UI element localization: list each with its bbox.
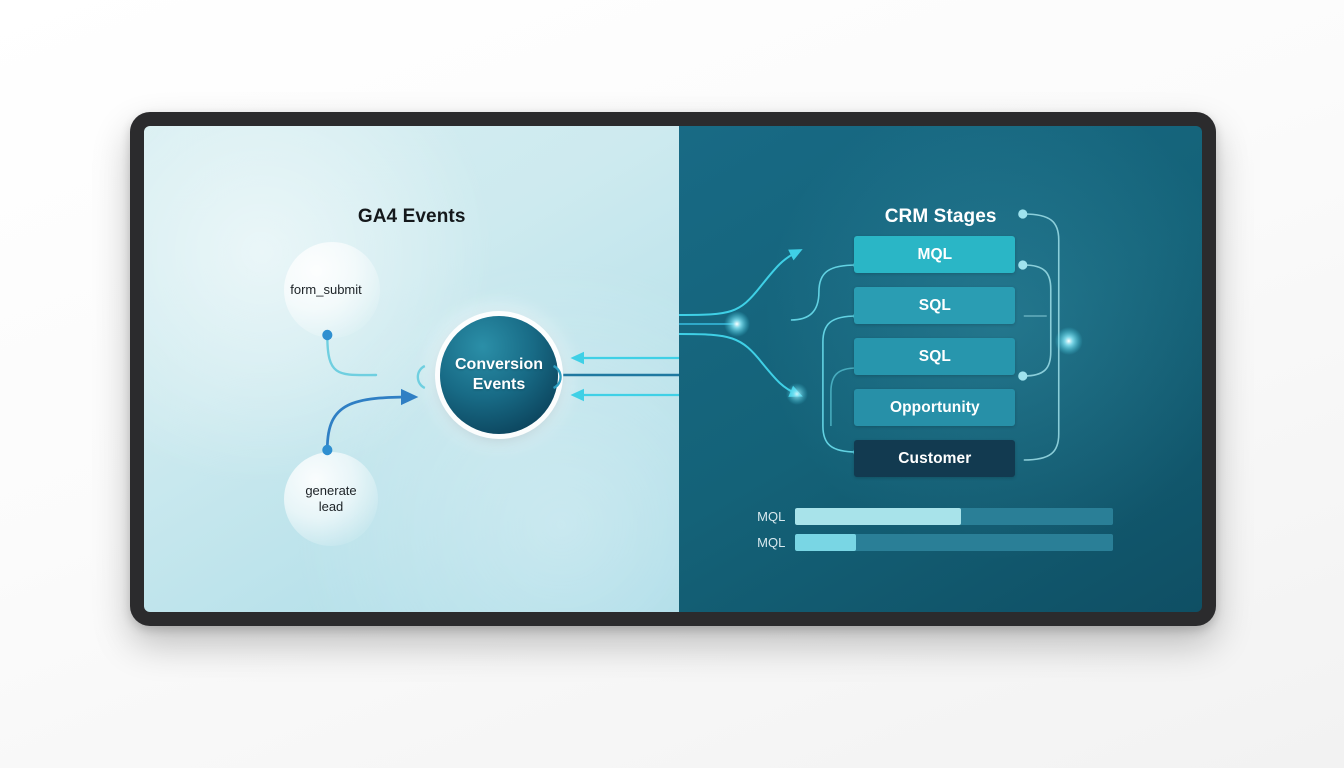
branch-arrow-up bbox=[679, 249, 803, 316]
glow-node-return bbox=[1055, 327, 1084, 355]
metric-bar-row: MQL bbox=[741, 534, 1114, 551]
crm-stage-customer[interactable]: Customer bbox=[854, 440, 1016, 477]
device-frame: GA4 Events form_submit generate lead Con… bbox=[130, 112, 1216, 626]
crm-stage-label: Customer bbox=[898, 449, 972, 467]
branch-arrow-down bbox=[679, 333, 804, 397]
conversion-events-hub[interactable]: Conversion Events bbox=[440, 316, 558, 434]
ga4-event-node-form-submit[interactable]: form_submit bbox=[284, 242, 380, 338]
metric-bar-row: MQL bbox=[741, 508, 1114, 525]
feeder-sql-3 bbox=[830, 367, 858, 426]
ga4-event-label-form-submit: form_submit bbox=[290, 281, 362, 297]
connector-form-submit bbox=[326, 334, 378, 377]
metric-bar-label: MQL bbox=[757, 535, 786, 550]
ga4-connector-layer bbox=[322, 329, 680, 456]
feeder-sql-2-customer bbox=[822, 315, 858, 453]
crm-stages-panel: CRM Stages bbox=[679, 126, 1202, 612]
page-title-ga4-events: GA4 Events bbox=[357, 206, 466, 227]
return-path-inner bbox=[1024, 264, 1052, 377]
crm-stage-mql[interactable]: MQL bbox=[854, 236, 1016, 273]
page-title-crm-stages: CRM Stages bbox=[884, 206, 997, 227]
feeder-sql-1 bbox=[791, 264, 858, 321]
return-path-outer bbox=[1024, 213, 1060, 461]
crm-stage-label: SQL bbox=[918, 347, 951, 365]
connector-generate-lead bbox=[325, 388, 419, 450]
device-screen: GA4 Events form_submit generate lead Con… bbox=[144, 126, 1202, 612]
ga4-event-node-generate-lead[interactable]: generate lead bbox=[284, 452, 378, 546]
crm-metric-bars: MQL MQL bbox=[741, 508, 1114, 560]
crm-stage-label: Opportunity bbox=[889, 398, 980, 416]
crm-stage-opportunity[interactable]: Opportunity bbox=[854, 389, 1016, 426]
crm-stage-label: SQL bbox=[918, 296, 951, 314]
crm-stage-sql-1[interactable]: SQL bbox=[854, 287, 1016, 324]
metric-bar-track[interactable] bbox=[795, 534, 1114, 551]
connector-dot-sql-right bbox=[1018, 260, 1028, 270]
crm-stage-label: MQL bbox=[917, 245, 953, 263]
ga4-event-label-generate-lead: generate lead bbox=[305, 482, 357, 514]
glow-node-branch bbox=[786, 383, 809, 405]
metric-bar-fill bbox=[795, 508, 961, 525]
connector-dot-opportunity-right bbox=[1018, 371, 1028, 381]
metric-bar-label: MQL bbox=[757, 509, 786, 524]
glow-node-trunk bbox=[724, 311, 751, 337]
metric-bar-track[interactable] bbox=[795, 508, 1114, 525]
crm-stage-sql-2[interactable]: SQL bbox=[854, 338, 1016, 375]
conversion-events-label: Conversion Events bbox=[454, 355, 543, 393]
ga4-events-panel: GA4 Events form_submit generate lead Con… bbox=[144, 126, 680, 612]
hub-socket-left bbox=[416, 364, 426, 390]
metric-bar-fill bbox=[795, 534, 856, 551]
crm-stage-list: MQL SQL SQL Opportunity Customer bbox=[854, 236, 1016, 491]
